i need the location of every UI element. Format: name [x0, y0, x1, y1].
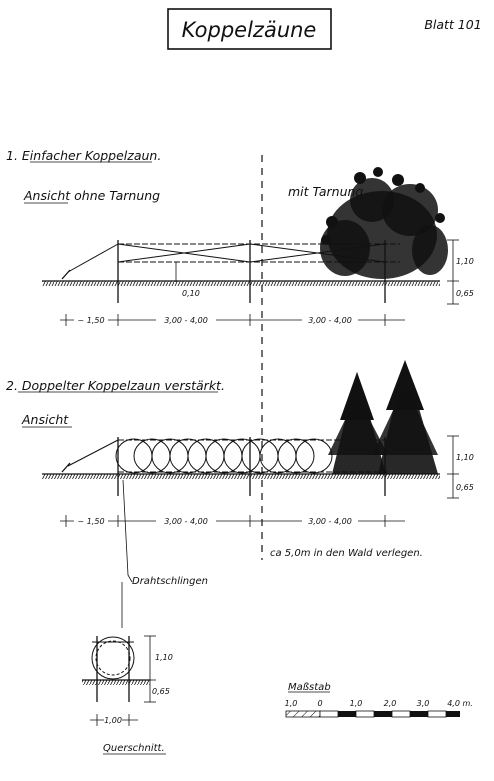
page-title: Koppelzäune — [182, 18, 317, 42]
section-1-camo-label: mit Tarnung — [288, 184, 363, 199]
svg-text:~ 1,50: ~ 1,50 — [77, 316, 104, 325]
cross-section: 1,10 0,65 1,00 Querschnitt. — [82, 635, 173, 755]
svg-text:0,65: 0,65 — [152, 687, 170, 696]
svg-text:1,00: 1,00 — [104, 716, 122, 725]
section-1-heading: 1. Einfacher Koppelzaun. — [6, 148, 161, 163]
svg-text:0,65: 0,65 — [456, 289, 474, 298]
svg-text:~ 1,50: ~ 1,50 — [77, 517, 104, 526]
svg-text:1,10: 1,10 — [456, 453, 474, 462]
section-1-view-label: Ansicht ohne Tarnung — [23, 188, 160, 203]
section-2-spacing-dimension: ~ 1,50 3,00 - 4,00 3,00 - 4,00 — [60, 514, 405, 527]
svg-text:4,0 m.: 4,0 m. — [447, 699, 473, 708]
forest-note: ca 5,0m in den Wald verlegen. — [270, 548, 423, 559]
title-box — [167, 8, 332, 50]
svg-text:3,0: 3,0 — [417, 699, 430, 708]
ground-hatch — [42, 281, 440, 286]
svg-text:3,00 - 4,00: 3,00 - 4,00 — [308, 517, 352, 526]
svg-text:2,0: 2,0 — [384, 699, 397, 708]
conifer-trees — [328, 360, 438, 474]
svg-text:3,00 - 4,00: 3,00 - 4,00 — [164, 316, 208, 325]
svg-text:3,00 - 4,00: 3,00 - 4,00 — [164, 517, 208, 526]
anchor-stake — [61, 462, 71, 473]
sheet-number: Blatt 101 — [424, 17, 481, 32]
svg-text:1,0: 1,0 — [285, 699, 298, 708]
section-1-single-fence: 1. Einfacher Koppelzaun. Ansicht ohne Ta… — [6, 148, 474, 326]
svg-text:3,00 - 4,00: 3,00 - 4,00 — [308, 316, 352, 325]
svg-text:1,0: 1,0 — [350, 699, 363, 708]
section-2-view-label: Ansicht — [21, 412, 69, 427]
section-1-spacing-dimension: ~ 1,50 3,00 - 4,00 3,00 - 4,00 — [60, 313, 405, 326]
leader-line — [122, 479, 133, 583]
section-2-height-dimension: 1,10 0,65 — [447, 435, 474, 499]
ground-hatch — [42, 474, 440, 479]
svg-text:0,65: 0,65 — [456, 483, 474, 492]
camouflage-bush — [320, 167, 448, 279]
scale-bar-label: Maßstab — [288, 682, 331, 693]
scale-bar: Maßstab 1,0 0 1,0 2,0 3,0 4,0 m. — [285, 682, 473, 718]
section-2-double-fence: 2. Doppelter Koppelzaun verstärkt. Ansic… — [6, 360, 474, 628]
section-1-height-dimension: 1,10 0,65 — [447, 239, 474, 305]
svg-text:1,10: 1,10 — [155, 653, 173, 662]
post-gap-label: 0,10 — [182, 289, 200, 298]
cross-section-label: Querschnitt. — [103, 743, 165, 754]
svg-text:0: 0 — [317, 699, 322, 708]
section-2-heading: 2. Doppelter Koppelzaun verstärkt. — [6, 378, 225, 393]
svg-text:1,10: 1,10 — [456, 257, 474, 266]
wire-loops-label: Drahtschlingen — [132, 576, 208, 587]
